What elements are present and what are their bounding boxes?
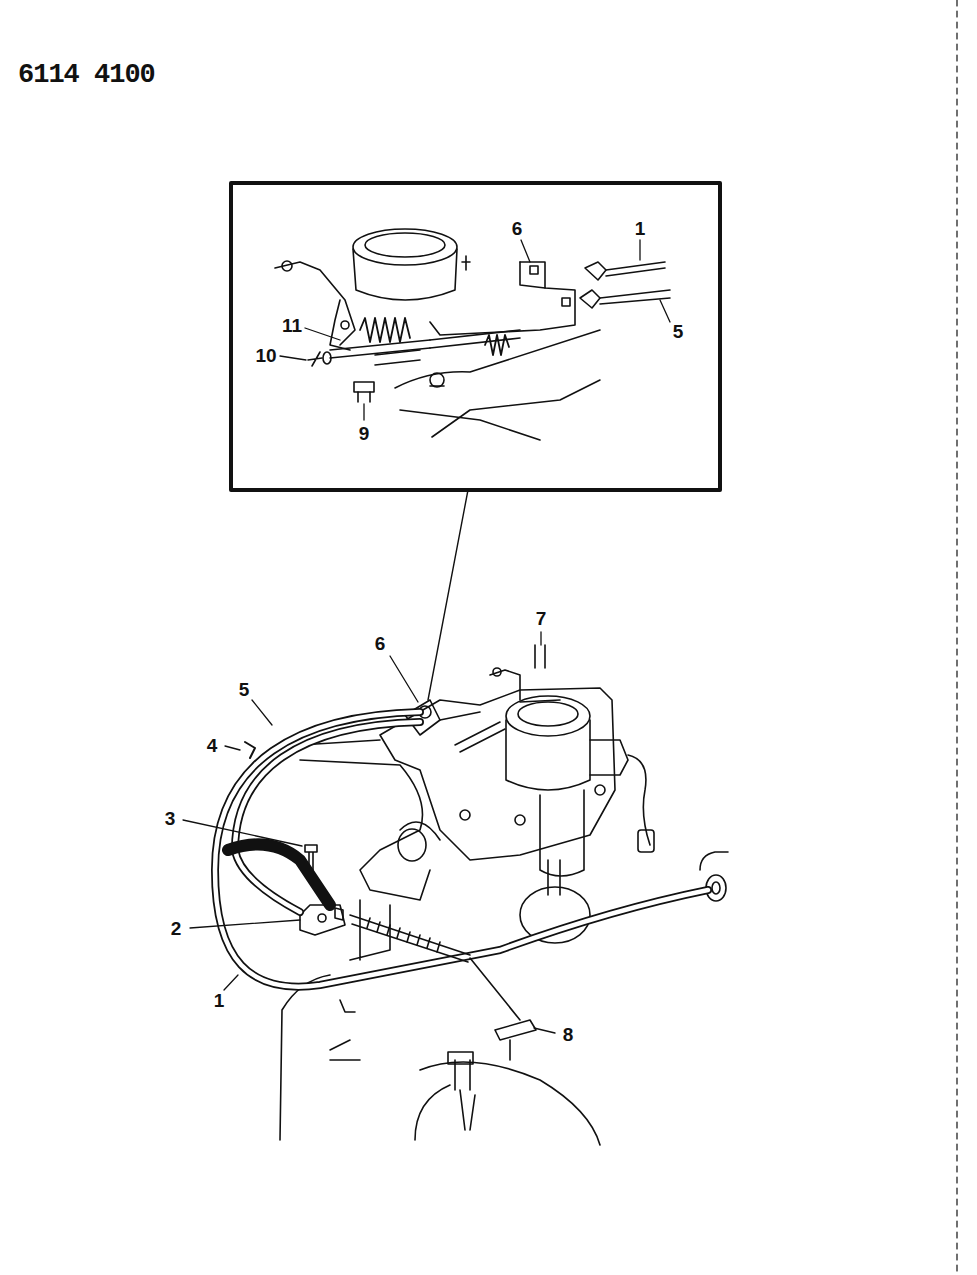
figure-number: 6114 4100 — [18, 62, 155, 89]
inset-pointer — [428, 490, 468, 700]
callout-number: 1 — [635, 219, 646, 238]
callout-number: 3 — [165, 809, 176, 828]
callout-number: 10 — [255, 346, 276, 365]
callout-number: 8 — [563, 1025, 574, 1044]
callout-number: 7 — [536, 609, 547, 628]
callout-number: 6 — [375, 634, 386, 653]
callout-number: 9 — [359, 424, 370, 443]
cables — [215, 712, 708, 1020]
inset-throttle-body — [275, 229, 670, 440]
callout-number: 2 — [171, 919, 182, 938]
callout-number: 5 — [239, 680, 250, 699]
callout-number: 11 — [282, 316, 302, 335]
margin-line — [956, 0, 957, 1275]
leader-lines — [183, 240, 670, 1033]
callout-number: 4 — [207, 736, 218, 755]
callout-number: 1 — [214, 991, 225, 1010]
callout-number: 5 — [673, 322, 684, 341]
callout-number: 6 — [512, 219, 523, 238]
inset-frame — [231, 183, 720, 490]
